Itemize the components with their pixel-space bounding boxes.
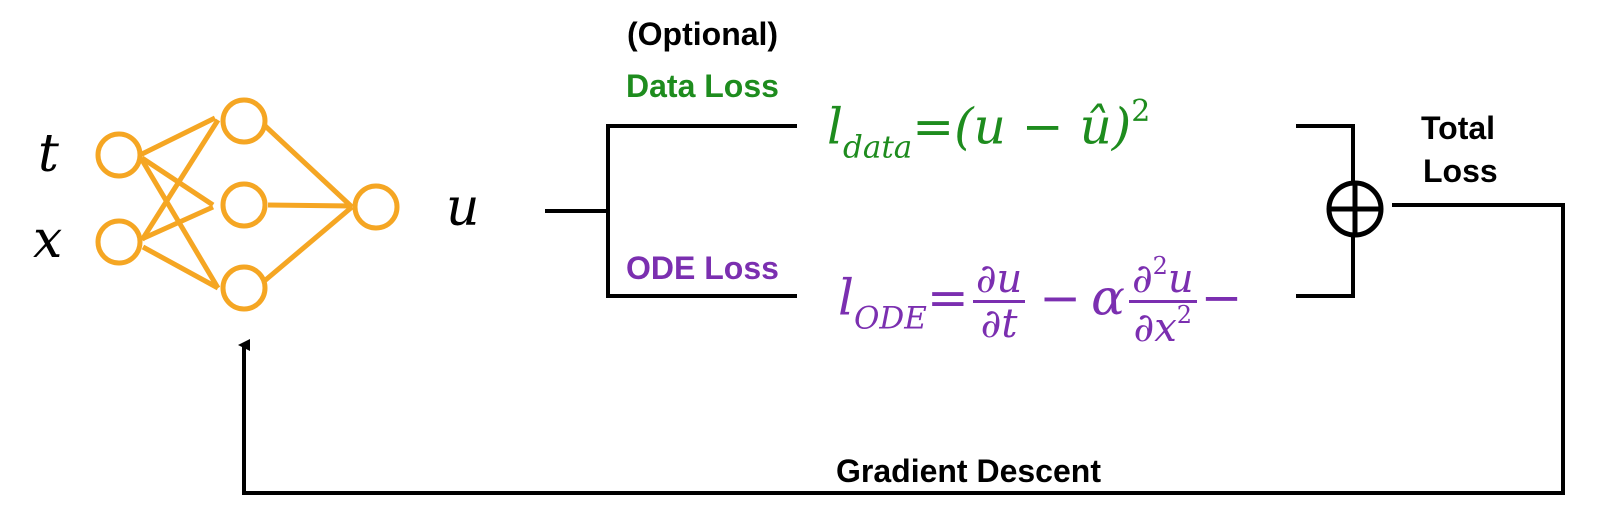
- ode-minus-2: −: [1200, 268, 1243, 327]
- data-loss-lhs: l: [827, 97, 843, 156]
- hidden-node-2: [220, 181, 268, 229]
- input-label-t: t: [38, 124, 59, 184]
- data-loss-label: Data Loss: [626, 68, 779, 104]
- loss-bracket: [545, 124, 797, 298]
- input-node-x: [95, 218, 143, 266]
- output-node: [352, 183, 400, 231]
- sum-icon: [1326, 180, 1384, 238]
- network-nodes: [95, 97, 400, 312]
- edge-x-h3: [141, 244, 220, 291]
- edge-x-h1: [139, 118, 221, 242]
- data-loss-rhs-prefix: (u −: [954, 97, 1080, 156]
- input-label-x: x: [33, 210, 63, 270]
- ode-loss-lhs-subscript: ODE: [854, 300, 927, 337]
- edge-t-h1: [138, 115, 217, 158]
- optional-label: (Optional): [627, 16, 779, 52]
- total-loss-label-line1: Total: [1421, 110, 1496, 146]
- data-loss-rhs-suffix: ): [1111, 97, 1132, 156]
- alpha-symbol: α: [1091, 268, 1125, 327]
- ode-minus-1: −: [1039, 268, 1082, 327]
- edge-x-h2: [142, 204, 215, 241]
- du-dt-denominator: ∂t: [972, 300, 1026, 345]
- edge-h3-out: [260, 205, 354, 285]
- gradient-descent-label: Gradient Descent: [836, 453, 1101, 489]
- total-loss-label-line2: Loss: [1423, 153, 1498, 189]
- du-dt-numerator: ∂u: [975, 256, 1023, 302]
- output-label-u: u: [446, 178, 480, 238]
- d2u-dx2-fraction: ∂2u∂x2: [1128, 252, 1197, 349]
- edge-h1-out: [260, 121, 354, 209]
- data-loss-lhs-subscript: data: [843, 129, 913, 166]
- d2u-dx2-numerator: ∂2u: [1131, 252, 1194, 302]
- data-loss-rhs-hat: û: [1079, 97, 1112, 156]
- feedback-loop: [238, 203, 1565, 495]
- input-node-t: [95, 131, 143, 179]
- network-edges: [138, 115, 354, 291]
- ode-loss-equation: lODE=∂u∂t−α∂2u∂x2−: [838, 252, 1243, 351]
- edge-h2-out: [267, 202, 353, 209]
- data-loss-power: 2: [1131, 94, 1151, 129]
- ode-loss-lhs: l: [838, 268, 854, 327]
- d2u-dx2-denominator: ∂x2: [1128, 300, 1197, 349]
- ode-loss-label: ODE Loss: [626, 250, 779, 286]
- data-loss-equation: ldata=(u − û)2: [827, 94, 1151, 166]
- hidden-node-3: [220, 264, 268, 312]
- hidden-node-1: [220, 97, 268, 145]
- du-dt-fraction: ∂u∂t: [972, 256, 1026, 345]
